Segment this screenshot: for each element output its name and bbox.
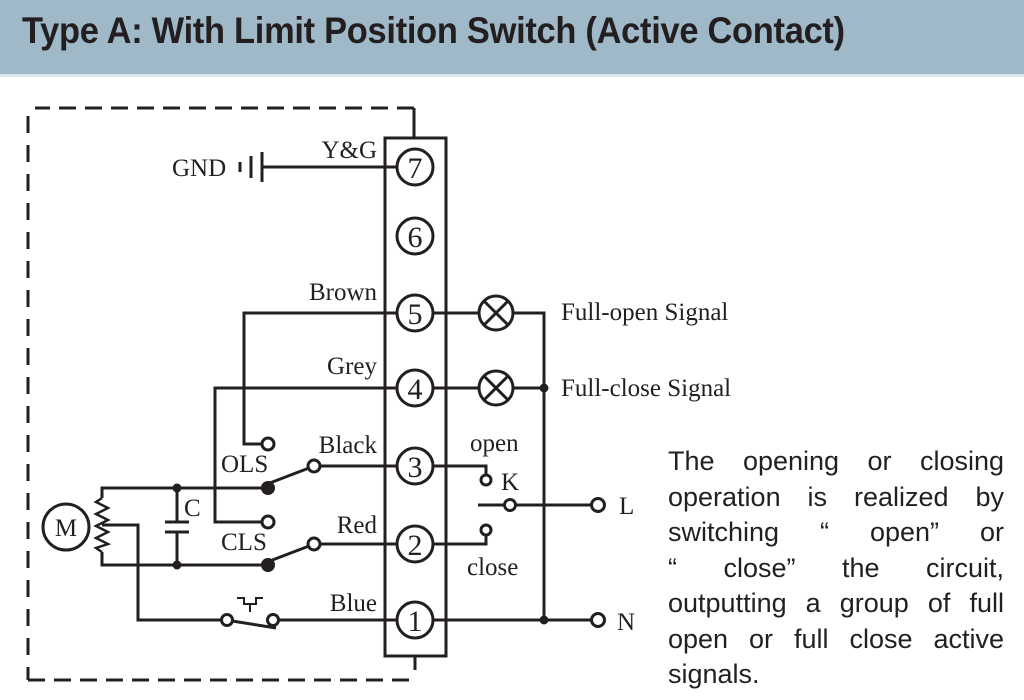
terminal-number: 4 — [408, 373, 423, 406]
k-close-contact — [479, 523, 493, 537]
motor-winding-icon — [93, 496, 112, 554]
wire-label-blue: Blue — [330, 590, 377, 617]
wire-label-yg: Y&G — [321, 137, 377, 164]
page-title: Type A: With Limit Position Switch (Acti… — [22, 10, 845, 51]
wire-t3-k — [433, 464, 488, 476]
terminal-block — [383, 136, 448, 658]
terminal-number: 1 — [408, 605, 423, 638]
open-label: open — [470, 430, 519, 457]
wire-signal-common — [513, 311, 546, 620]
ols-contact — [260, 436, 276, 452]
junction-dot — [539, 383, 549, 393]
cls-switch-terminal — [306, 536, 322, 552]
ground-symbol — [238, 152, 397, 182]
wire-t2-k — [433, 534, 488, 546]
close-label: close — [467, 554, 518, 581]
header-divider — [0, 74, 1024, 77]
description-line: switching “ open” or — [668, 517, 1004, 547]
motor-label: M — [55, 515, 77, 542]
wire-grey — [213, 386, 397, 524]
k-switch-label: K — [501, 469, 519, 496]
ols-label: OLS — [221, 451, 268, 478]
description-text: The opening or closing operation is real… — [668, 444, 1004, 693]
terminal-number: 5 — [408, 298, 423, 331]
line-terminal — [590, 497, 606, 513]
full-open-lamp-icon — [477, 294, 515, 332]
motor-icon — [41, 502, 91, 552]
terminal-6 — [395, 216, 435, 256]
description-line: open or full close active — [668, 623, 1004, 654]
wire-motor-top — [100, 486, 268, 498]
wire-brown — [242, 311, 397, 446]
description-line: “ close” the circuit, — [668, 552, 1004, 583]
full-close-lamp-icon — [477, 369, 515, 407]
terminal-number: 3 — [408, 451, 423, 484]
terminal-number: 7 — [408, 152, 423, 185]
neutral-label: N — [617, 609, 635, 636]
full-close-signal-label: Full-close Signal — [561, 375, 731, 402]
description-line: signals. — [668, 659, 760, 689]
gnd-label: GND — [172, 155, 226, 182]
junction-dot — [539, 615, 549, 625]
ols-switch-terminal — [306, 458, 322, 474]
wire-label-brown: Brown — [309, 279, 378, 306]
terminal-number: 2 — [408, 529, 423, 562]
full-open-signal-label: Full-open Signal — [561, 299, 728, 326]
k-open-contact — [479, 473, 493, 487]
thermal-switch-icon — [220, 597, 280, 630]
description-line: The opening or closing — [668, 446, 1004, 476]
wire-label-black: Black — [319, 432, 378, 459]
header-banner: Type A: With Limit Position Switch (Acti… — [0, 0, 1024, 77]
terminal-number: 6 — [408, 221, 423, 254]
description-line: outputting a group of full — [668, 588, 1004, 618]
wire-label-red: Red — [337, 512, 378, 539]
k-pivot — [503, 498, 517, 512]
wire-label-grey: Grey — [327, 353, 377, 380]
cls-contact — [260, 514, 276, 530]
capacitor-icon — [165, 483, 189, 570]
cls-label: CLS — [221, 529, 267, 556]
description-line: operation is realized by — [668, 481, 1004, 512]
wire-motor-bottom — [100, 552, 268, 567]
wire-motor-common — [102, 523, 222, 622]
line-label: L — [619, 493, 634, 520]
actuator-enclosure — [26, 106, 417, 682]
neutral-terminal — [590, 612, 606, 628]
capacitor-label: C — [184, 495, 201, 522]
